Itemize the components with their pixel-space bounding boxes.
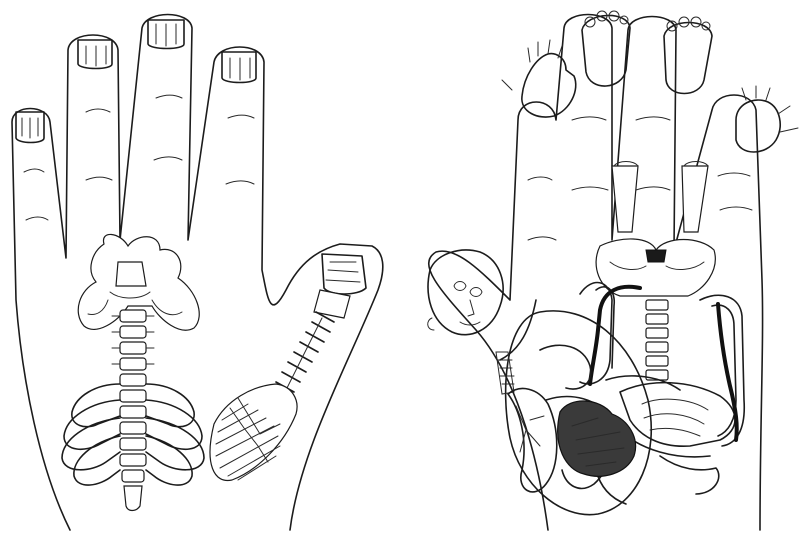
left-thumb-skeleton xyxy=(210,254,366,481)
sacrum xyxy=(124,486,142,511)
right-leg-bones xyxy=(612,162,708,233)
little-finger-hand xyxy=(522,54,576,117)
left-hand-outline xyxy=(12,15,383,531)
vertebra xyxy=(122,470,144,482)
bowel-lower xyxy=(660,456,719,494)
right-fingertip-figures xyxy=(502,11,798,152)
vertebra xyxy=(120,342,146,354)
index-finger-hand xyxy=(736,100,780,152)
tibia xyxy=(682,166,708,232)
nail-ring xyxy=(78,40,112,69)
vertebra xyxy=(120,374,146,386)
vertebra xyxy=(120,438,146,450)
colon-inner-right xyxy=(712,305,736,436)
lung-left xyxy=(508,389,557,492)
left-hand xyxy=(12,15,383,531)
right-thumb-head xyxy=(428,250,503,335)
face-ear xyxy=(428,318,434,330)
vertebra xyxy=(646,342,668,352)
right-pelvis xyxy=(596,239,715,296)
cranial-plate xyxy=(116,262,146,286)
right-hand xyxy=(428,11,798,530)
thumb-nail xyxy=(322,254,366,294)
vertebra xyxy=(120,454,146,466)
vertebra xyxy=(120,422,146,434)
vertebra xyxy=(120,358,146,370)
vertebra xyxy=(646,356,668,366)
left-finger-creases xyxy=(24,95,254,220)
thumb-face xyxy=(428,250,503,335)
left-spine xyxy=(112,310,154,511)
vertebra xyxy=(120,406,146,418)
vertebra xyxy=(646,328,668,338)
vertebra xyxy=(646,300,668,310)
pelvis xyxy=(596,239,715,296)
vertebra xyxy=(646,314,668,324)
face-nose xyxy=(468,300,474,316)
nail-index xyxy=(222,52,256,83)
tibia xyxy=(612,166,638,232)
vertebra xyxy=(120,390,146,402)
pelvic-floor xyxy=(646,250,666,262)
middle-finger-foot xyxy=(664,23,712,94)
right-finger-creases xyxy=(528,117,752,240)
vertebra xyxy=(120,310,146,322)
ring-finger-foot xyxy=(582,15,630,86)
right-spine xyxy=(646,300,668,380)
vertebra xyxy=(120,326,146,338)
face-eyes xyxy=(454,282,482,297)
